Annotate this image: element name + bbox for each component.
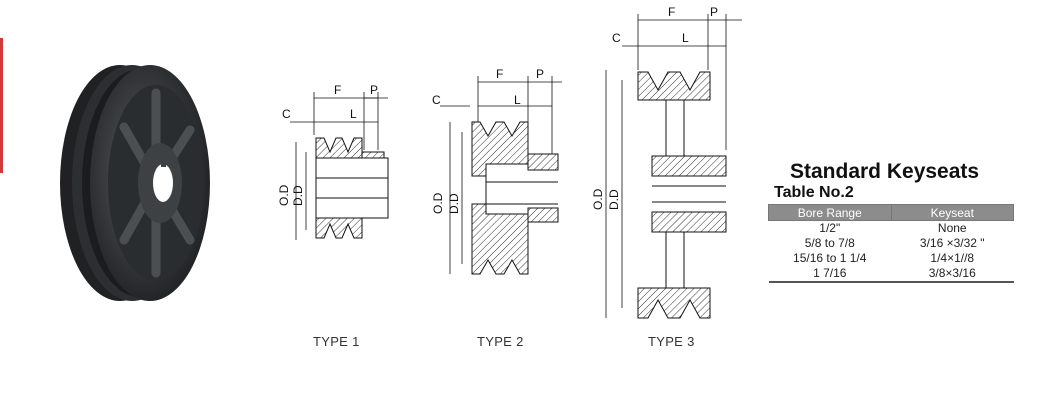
keyseat-cell: 3/16 ×3/32 " <box>919 236 985 250</box>
keyseats-panel: Standard Keyseats Table No.2 Bore Range … <box>768 160 1016 283</box>
type2-l-label: L <box>514 93 521 107</box>
type1-dimensions <box>290 92 388 240</box>
accent-bar <box>0 38 3 173</box>
type3-c-label: C <box>612 31 621 45</box>
type3-section <box>637 71 727 319</box>
type1-section <box>315 137 389 239</box>
type3-dimensions <box>605 14 742 318</box>
type1-l-label: L <box>350 107 357 121</box>
type1-label: TYPE 1 <box>313 334 360 349</box>
keyseat-cell: 3/8×3/16 <box>891 266 1014 283</box>
type1-dd-label: D.D <box>291 185 305 206</box>
type2-dimensions <box>440 76 562 274</box>
type2-od-label: O.D <box>431 192 445 214</box>
type3-f-label: F <box>668 5 675 19</box>
type2-label: TYPE 2 <box>477 334 524 349</box>
type3-dd-label: D.D <box>607 189 621 210</box>
type3-label: TYPE 3 <box>648 334 695 349</box>
type1-c-label: C <box>282 107 291 121</box>
table-row: 5/8 to 7/8 3/16 ×3/32 " <box>769 236 1014 251</box>
keyseat-cell: 1/4×1//8 <box>930 251 975 265</box>
type1-drawing: F P C L O.D D.D <box>277 83 389 240</box>
type3-od-label: O.D <box>591 188 605 210</box>
type2-c-label: C <box>432 93 441 107</box>
keyseats-table: Bore Range Keyseat 1/2" None 5/8 to 7/8 … <box>768 204 1014 283</box>
type3-l-label: L <box>682 31 689 45</box>
type1-f-label: F <box>334 83 341 97</box>
type2-section <box>471 121 559 275</box>
table-row: 15/16 to 1 1/4 1/4×1//8 <box>769 251 1014 266</box>
bore-range-cell: 5/8 to 7/8 <box>804 236 855 250</box>
table-row: 1/2" None <box>769 221 1014 237</box>
column-header-keyseat: Keyseat <box>890 204 1014 221</box>
type2-f-label: F <box>496 67 503 81</box>
type2-p-label: P <box>536 67 544 81</box>
type3-drawing: F P C L O.D D.D <box>591 5 742 319</box>
type3-p-label: P <box>710 5 718 19</box>
bore-range-cell: 1/2" <box>819 221 841 235</box>
keyseats-table-title: Table No.2 <box>774 184 854 201</box>
keyseats-title: Standard Keyseats <box>790 160 980 183</box>
bore-range-cell: 1 7/16 <box>768 266 891 283</box>
type2-drawing: F P C L O.D D.D <box>431 67 562 275</box>
bore-range-cell: 15/16 to 1 1/4 <box>793 251 867 265</box>
type2-dd-label: D.D <box>447 193 461 214</box>
pulley-photo <box>60 65 210 301</box>
table-row: 1 7/16 3/8×3/16 <box>768 266 1014 283</box>
column-header-bore-range: Bore Range <box>768 204 892 221</box>
type1-od-label: O.D <box>277 184 291 206</box>
keyseat-cell: None <box>937 221 967 235</box>
table-header-row: Bore Range Keyseat <box>768 204 1014 221</box>
type1-p-label: P <box>370 83 378 97</box>
